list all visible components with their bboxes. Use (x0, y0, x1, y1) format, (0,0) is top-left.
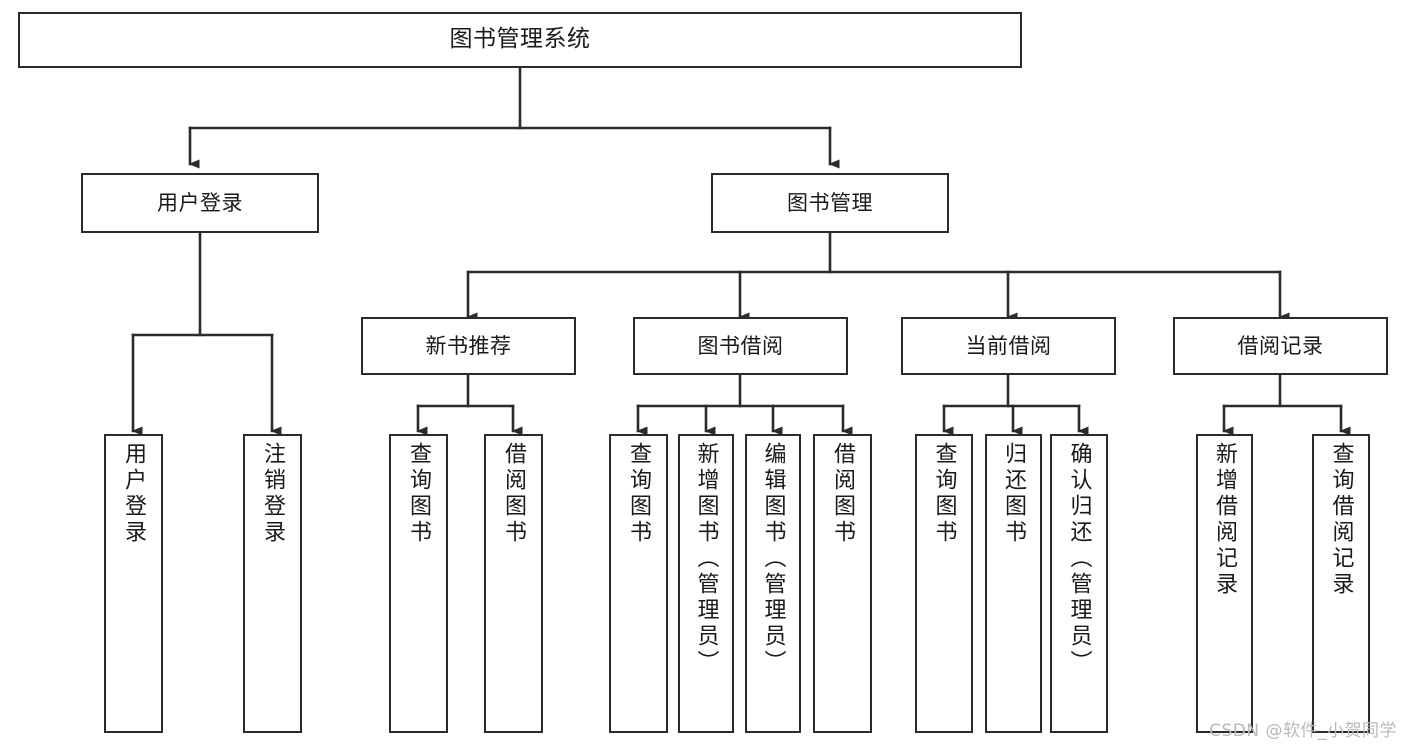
node-leaf-return-book[interactable]: 归还图书 (985, 434, 1042, 733)
node-book-borrow-label: 图书借阅 (697, 333, 784, 358)
node-leaf-user-login[interactable]: 用户登录 (104, 434, 163, 733)
node-leaf-edit-book[interactable]: 编辑图书（管理员） (745, 434, 801, 733)
node-current-borrow[interactable]: 当前借阅 (901, 317, 1116, 375)
node-leaf-confirm-return[interactable]: 确认归还（管理员） (1050, 434, 1108, 733)
node-book-borrow[interactable]: 图书借阅 (633, 317, 848, 375)
node-leaf-borrow-book-1[interactable]: 借阅图书 (484, 434, 543, 733)
node-leaf-query-book-2-label: 查询图书 (626, 442, 652, 546)
node-book-manage-label: 图书管理 (787, 190, 873, 215)
node-book-manage[interactable]: 图书管理 (711, 173, 949, 233)
node-current-borrow-label: 当前借阅 (965, 333, 1052, 358)
node-root-book-management-system[interactable]: 图书管理系统 (18, 12, 1022, 68)
node-new-book-recommend[interactable]: 新书推荐 (361, 317, 576, 375)
node-user-login[interactable]: 用户登录 (81, 173, 319, 233)
node-leaf-query-record[interactable]: 查询借阅记录 (1312, 434, 1370, 733)
node-leaf-borrow-book-2-label: 借阅图书 (830, 442, 856, 546)
node-leaf-logout[interactable]: 注销登录 (243, 434, 302, 733)
node-user-login-label: 用户登录 (157, 190, 243, 215)
node-borrow-record[interactable]: 借阅记录 (1173, 317, 1388, 375)
node-leaf-query-book-3[interactable]: 查询图书 (915, 434, 973, 733)
node-leaf-borrow-book-2[interactable]: 借阅图书 (813, 434, 872, 733)
node-leaf-query-book-1-label: 查询图书 (406, 442, 432, 546)
node-leaf-user-login-label: 用户登录 (121, 442, 147, 546)
node-leaf-query-record-label: 查询借阅记录 (1328, 442, 1354, 598)
node-leaf-query-book-1[interactable]: 查询图书 (389, 434, 448, 733)
node-leaf-logout-label: 注销登录 (260, 442, 286, 546)
node-leaf-return-book-label: 归还图书 (1001, 442, 1027, 546)
node-leaf-query-book-2[interactable]: 查询图书 (609, 434, 668, 733)
node-leaf-borrow-book-1-label: 借阅图书 (501, 442, 527, 546)
node-leaf-query-book-3-label: 查询图书 (931, 442, 957, 546)
node-leaf-confirm-return-label: 确认归还（管理员） (1066, 442, 1092, 676)
node-new-book-recommend-label: 新书推荐 (425, 333, 512, 358)
node-leaf-edit-book-label: 编辑图书（管理员） (760, 442, 786, 676)
node-leaf-add-record[interactable]: 新增借阅记录 (1196, 434, 1253, 733)
node-leaf-add-record-label: 新增借阅记录 (1212, 442, 1238, 598)
node-leaf-add-book-label: 新增图书（管理员） (693, 442, 719, 676)
node-root-label: 图书管理系统 (449, 26, 591, 53)
node-borrow-record-label: 借阅记录 (1237, 333, 1324, 358)
node-leaf-add-book[interactable]: 新增图书（管理员） (678, 434, 734, 733)
csdn-watermark: CSDN @软件_小贺同学 (1209, 721, 1397, 741)
